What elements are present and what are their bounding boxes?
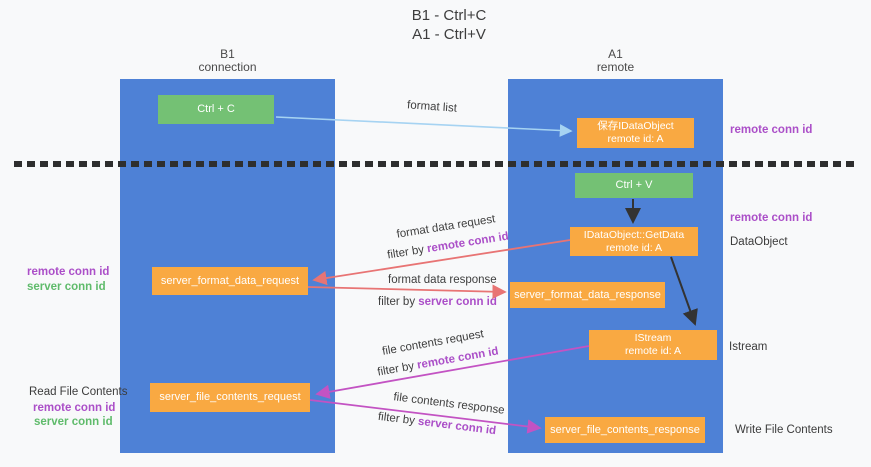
getdata-line2: remote id: A	[605, 241, 663, 254]
write-file-contents-label: Write File Contents	[735, 424, 833, 436]
remote-conn-id-label-mid: remote conn id	[730, 212, 813, 224]
left-column-subtitle: connection	[198, 60, 257, 74]
left-column-name: B1	[220, 47, 235, 61]
save-dataobject-box: 保存IDataObject remote id: A	[577, 118, 694, 148]
server-file-contents-request-label: server_file_contents_request	[159, 391, 301, 403]
ctrl-v-box: Ctrl + V	[575, 173, 693, 198]
title-line-2: A1 - Ctrl+V	[412, 26, 486, 43]
server-format-data-response-label: server_format_data_response	[514, 288, 661, 301]
server-format-data-request-box: server_format_data_request	[152, 267, 308, 295]
ctrl-c-box: Ctrl + C	[158, 95, 274, 124]
filter-by-text: filter by	[376, 359, 419, 379]
right-column-header: A1 remote	[548, 48, 683, 74]
server-format-data-request-label: server_format_data_request	[160, 274, 300, 287]
ctrl-c-label: Ctrl + C	[197, 103, 235, 115]
left-bottom-remote-conn-id-label: remote conn id	[33, 402, 116, 414]
save-dataobject-line2: remote id: A	[607, 133, 664, 145]
server-file-contents-response-label: server_file_contents_response	[550, 423, 700, 436]
getdata-box: IDataObject::GetData remote id: A	[570, 227, 698, 256]
server-conn-id-keyword: server conn id	[417, 415, 497, 438]
file-contents-response-label: file contents response	[392, 391, 506, 417]
left-column-header: B1 connection	[160, 48, 295, 74]
server-format-data-response-box: server_format_data_response	[510, 282, 665, 308]
save-dataobject-line1: 保存IDataObject	[597, 120, 674, 132]
server-file-contents-request-box: server_file_contents_request	[150, 383, 310, 412]
istream-line2: remote id: A	[624, 345, 682, 357]
dataobject-label: DataObject	[730, 236, 788, 248]
server-conn-id-keyword: server conn id	[418, 296, 497, 308]
left-remote-conn-id-label: remote conn id	[27, 266, 110, 278]
filter-by-text: filter by	[377, 410, 419, 428]
ctrl-v-label: Ctrl + V	[615, 179, 653, 191]
istream-line1: IStream	[634, 332, 672, 344]
left-server-conn-id-label: server conn id	[27, 281, 106, 293]
server-file-contents-response-box: server_file_contents_response	[545, 417, 705, 443]
right-column-name: A1	[608, 47, 623, 61]
format-list-label: format list	[406, 99, 458, 115]
clipboard-boundary-dashed-line	[14, 161, 856, 167]
format-data-response-arrow	[307, 284, 507, 299]
istream-side-label: Istream	[729, 341, 768, 353]
right-column-subtitle: remote	[596, 60, 635, 74]
format-data-response-label: format data response	[388, 274, 497, 286]
read-file-contents-label: Read File Contents	[29, 386, 128, 398]
filter-by-text: filter by	[378, 296, 419, 308]
filter-by-text: filter by	[386, 243, 429, 262]
istream-box: IStream remote id: A	[589, 330, 717, 360]
remote-conn-id-label-top: remote conn id	[730, 124, 813, 136]
getdata-line1: IDataObject::GetData	[583, 228, 685, 241]
left-bottom-server-conn-id-label: server conn id	[34, 416, 113, 428]
title-line-1: B1 - Ctrl+C	[411, 7, 487, 24]
diagram-title: B1 - Ctrl+C A1 - Ctrl+V	[349, 6, 549, 44]
format-data-response-filter-label: filter by server conn id	[378, 296, 497, 308]
